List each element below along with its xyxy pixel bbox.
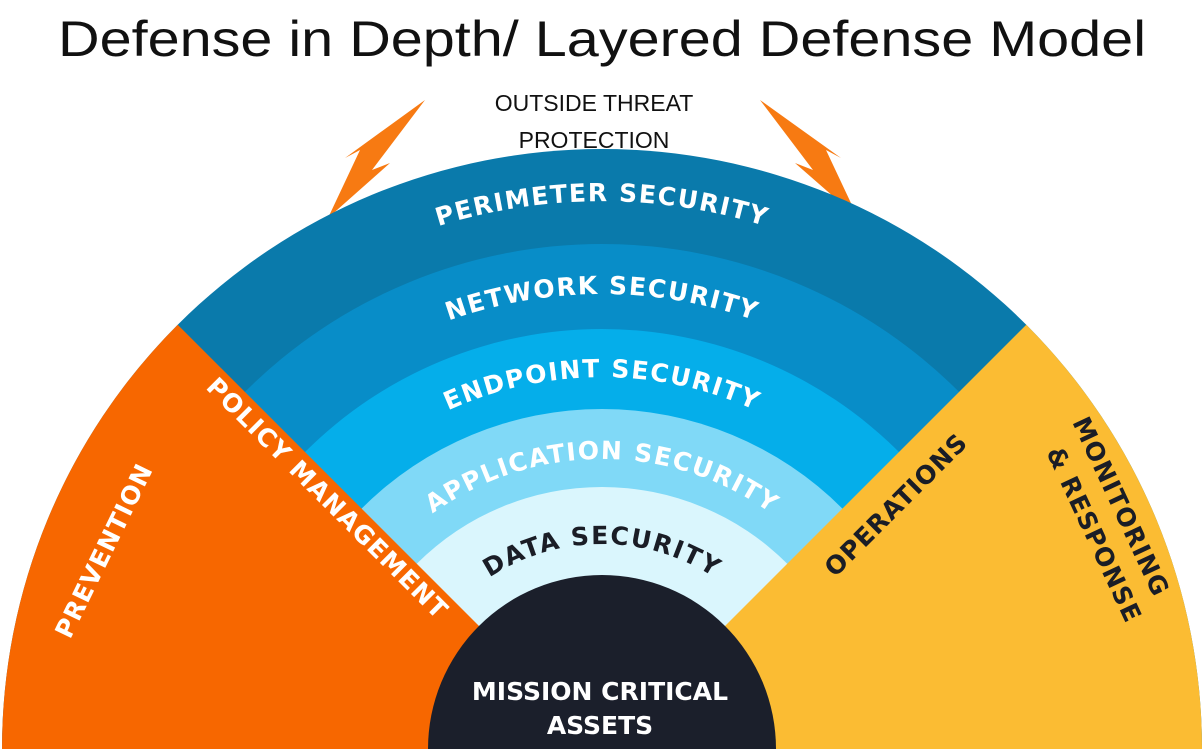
- threat-label-line1: OUTSIDE THREAT: [495, 90, 694, 116]
- prevention-wedge: [1, 324, 602, 749]
- left-lightning-icon: [328, 100, 425, 218]
- page-title: Defense in Depth/ Layered Defense Model: [58, 11, 1146, 67]
- threat-label-line2: PROTECTION: [519, 127, 670, 153]
- monitoring-wedge: [602, 324, 1202, 749]
- mission-critical-core: [428, 575, 776, 749]
- core-label-line1: MISSION CRITICAL: [472, 677, 728, 706]
- right-lightning-icon: [760, 100, 858, 218]
- core-label-line2: ASSETS: [547, 711, 653, 740]
